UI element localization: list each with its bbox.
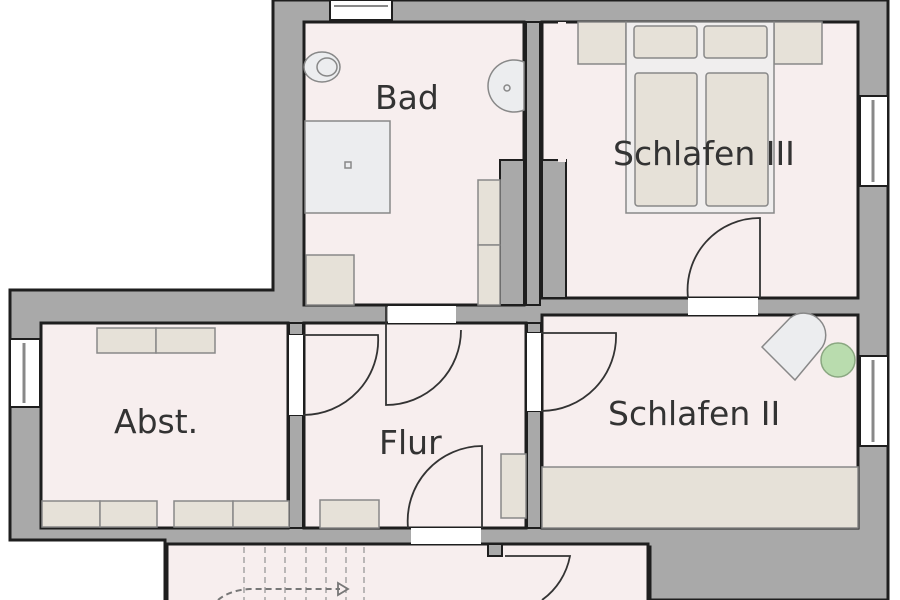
room-label-flur: Flur: [379, 423, 442, 462]
sink-icon: [487, 59, 525, 113]
wardrobe: [541, 466, 859, 529]
windows: [9, 0, 889, 447]
room-label-schlafen2: Schlafen II: [608, 394, 781, 433]
stair-hall-floor: [165, 542, 650, 600]
room-label-schlafen3: Schlafen III: [613, 134, 795, 173]
furniture: [41, 21, 859, 529]
window-bad: [329, 0, 393, 21]
stair-direction-arrow: [217, 588, 340, 600]
armchair-icon: [760, 312, 827, 382]
plant-icon: [820, 342, 856, 378]
room-label-bad: Bad: [375, 78, 439, 117]
door-swings: [302, 217, 761, 600]
room-label-abst: Abst.: [114, 402, 199, 441]
shower-icon: [304, 120, 391, 214]
door-openings: [289, 298, 758, 544]
